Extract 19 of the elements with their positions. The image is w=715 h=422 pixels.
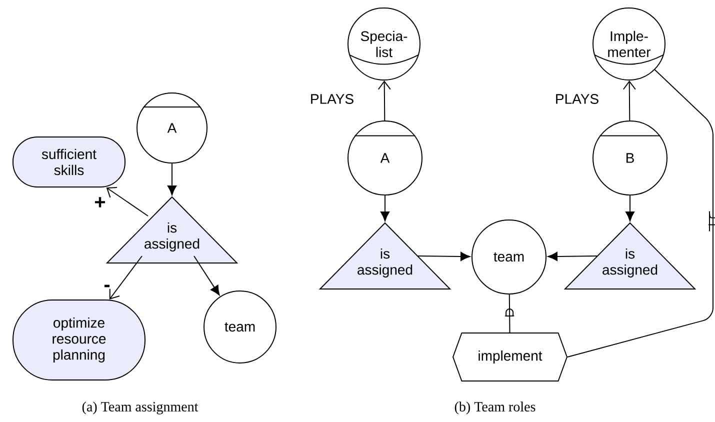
connector-arrow	[418, 252, 470, 261]
connector-arrow	[109, 256, 142, 300]
caption: (b) Team roles	[454, 402, 536, 414]
goal-box: optimize resource planning	[12, 299, 146, 380]
connector-arrow	[625, 194, 635, 222]
goal-box: sufficient skills	[12, 136, 126, 188]
edge-label: PLAYS	[311, 94, 354, 104]
connector-arrow	[380, 194, 390, 222]
connector-arrow	[167, 163, 177, 196]
edge-label: -	[104, 284, 110, 288]
connector-arrow	[106, 187, 148, 216]
connector-arrow	[622, 80, 636, 121]
caption: (a) Team assignment	[82, 402, 198, 414]
action-hexagon: implement	[452, 332, 568, 382]
edge-label: PLAYS	[556, 94, 598, 104]
edge-label: +	[95, 197, 106, 208]
connector-arrow	[548, 252, 598, 261]
connector-arrow	[194, 256, 220, 296]
connector-arrow	[378, 80, 391, 121]
